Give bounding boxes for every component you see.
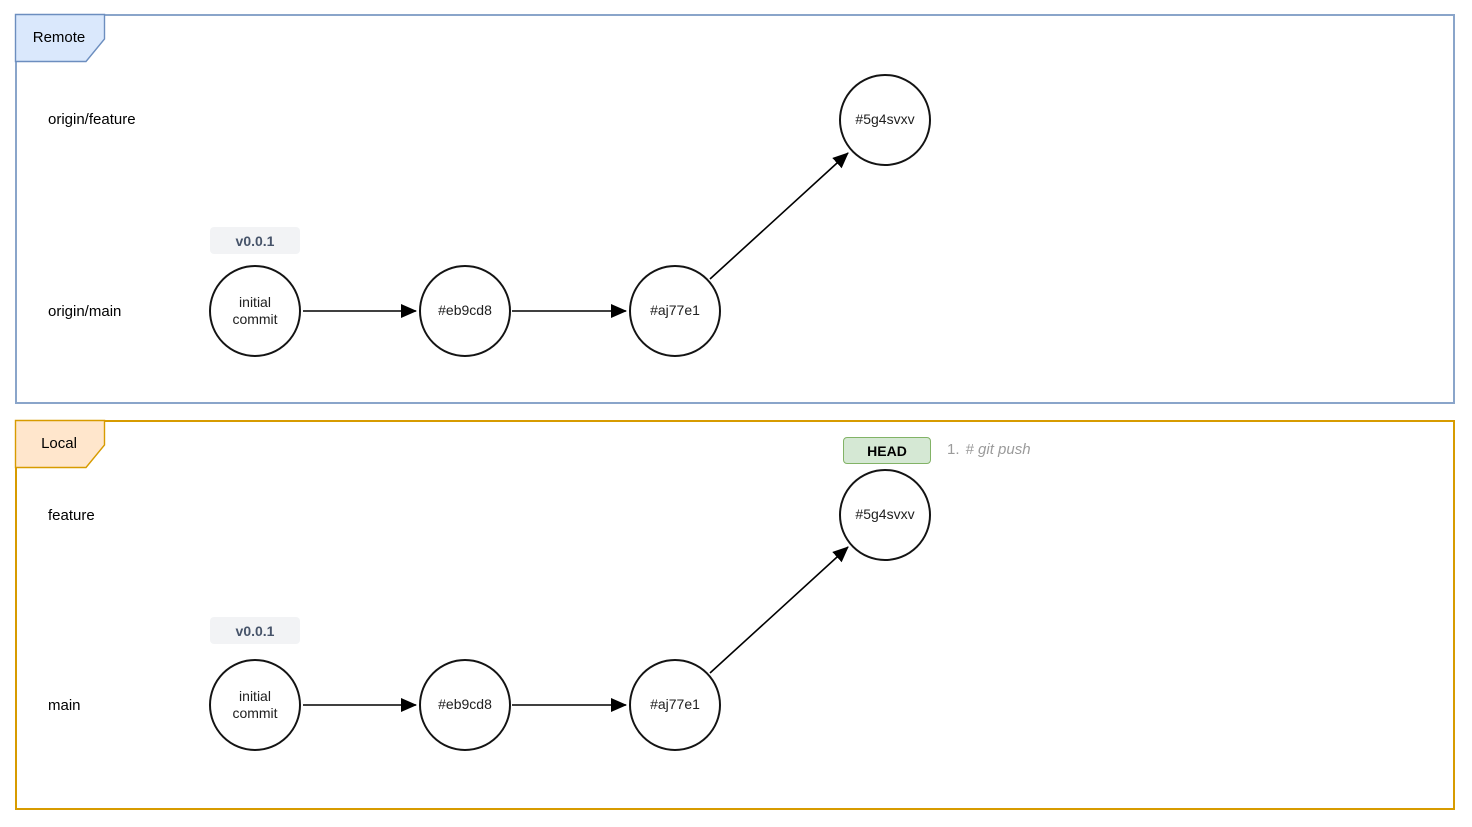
commit-label: initial commit <box>232 293 278 328</box>
commit-label: #5g4svxv <box>855 111 915 128</box>
commit-node: #aj77e1 <box>629 265 721 357</box>
commit-label: #aj77e1 <box>650 696 700 713</box>
commit-label: initial commit <box>232 687 278 722</box>
commit-label: #5g4svxv <box>855 506 915 523</box>
commit-node: #aj77e1 <box>629 659 721 751</box>
annotation-number: 1. <box>947 441 960 458</box>
commit-label: #eb9cd8 <box>438 302 492 319</box>
commit-node: initial commit <box>209 659 301 751</box>
local-section-title: Local <box>41 435 77 452</box>
commit-node: initial commit <box>209 265 301 357</box>
branch-label-main: main <box>48 697 81 714</box>
branch-label-origin-feature: origin/feature <box>48 111 136 128</box>
local-section-container <box>15 420 1455 810</box>
commit-node: #eb9cd8 <box>419 265 511 357</box>
commit-label: #aj77e1 <box>650 302 700 319</box>
remote-section-title: Remote <box>32 29 86 46</box>
commit-label: #eb9cd8 <box>438 696 492 713</box>
version-tag-remote: v0.0.1 <box>210 227 300 254</box>
annotation-git-push: 1. # git push <box>947 441 1031 458</box>
annotation-command: # git push <box>965 441 1031 458</box>
head-badge: HEAD <box>843 437 931 464</box>
version-tag-local: v0.0.1 <box>210 617 300 644</box>
branch-label-origin-main: origin/main <box>48 303 122 320</box>
commit-node: #eb9cd8 <box>419 659 511 751</box>
commit-node: #5g4svxv <box>839 74 931 166</box>
commit-node: #5g4svxv <box>839 469 931 561</box>
branch-label-feature: feature <box>48 507 95 524</box>
